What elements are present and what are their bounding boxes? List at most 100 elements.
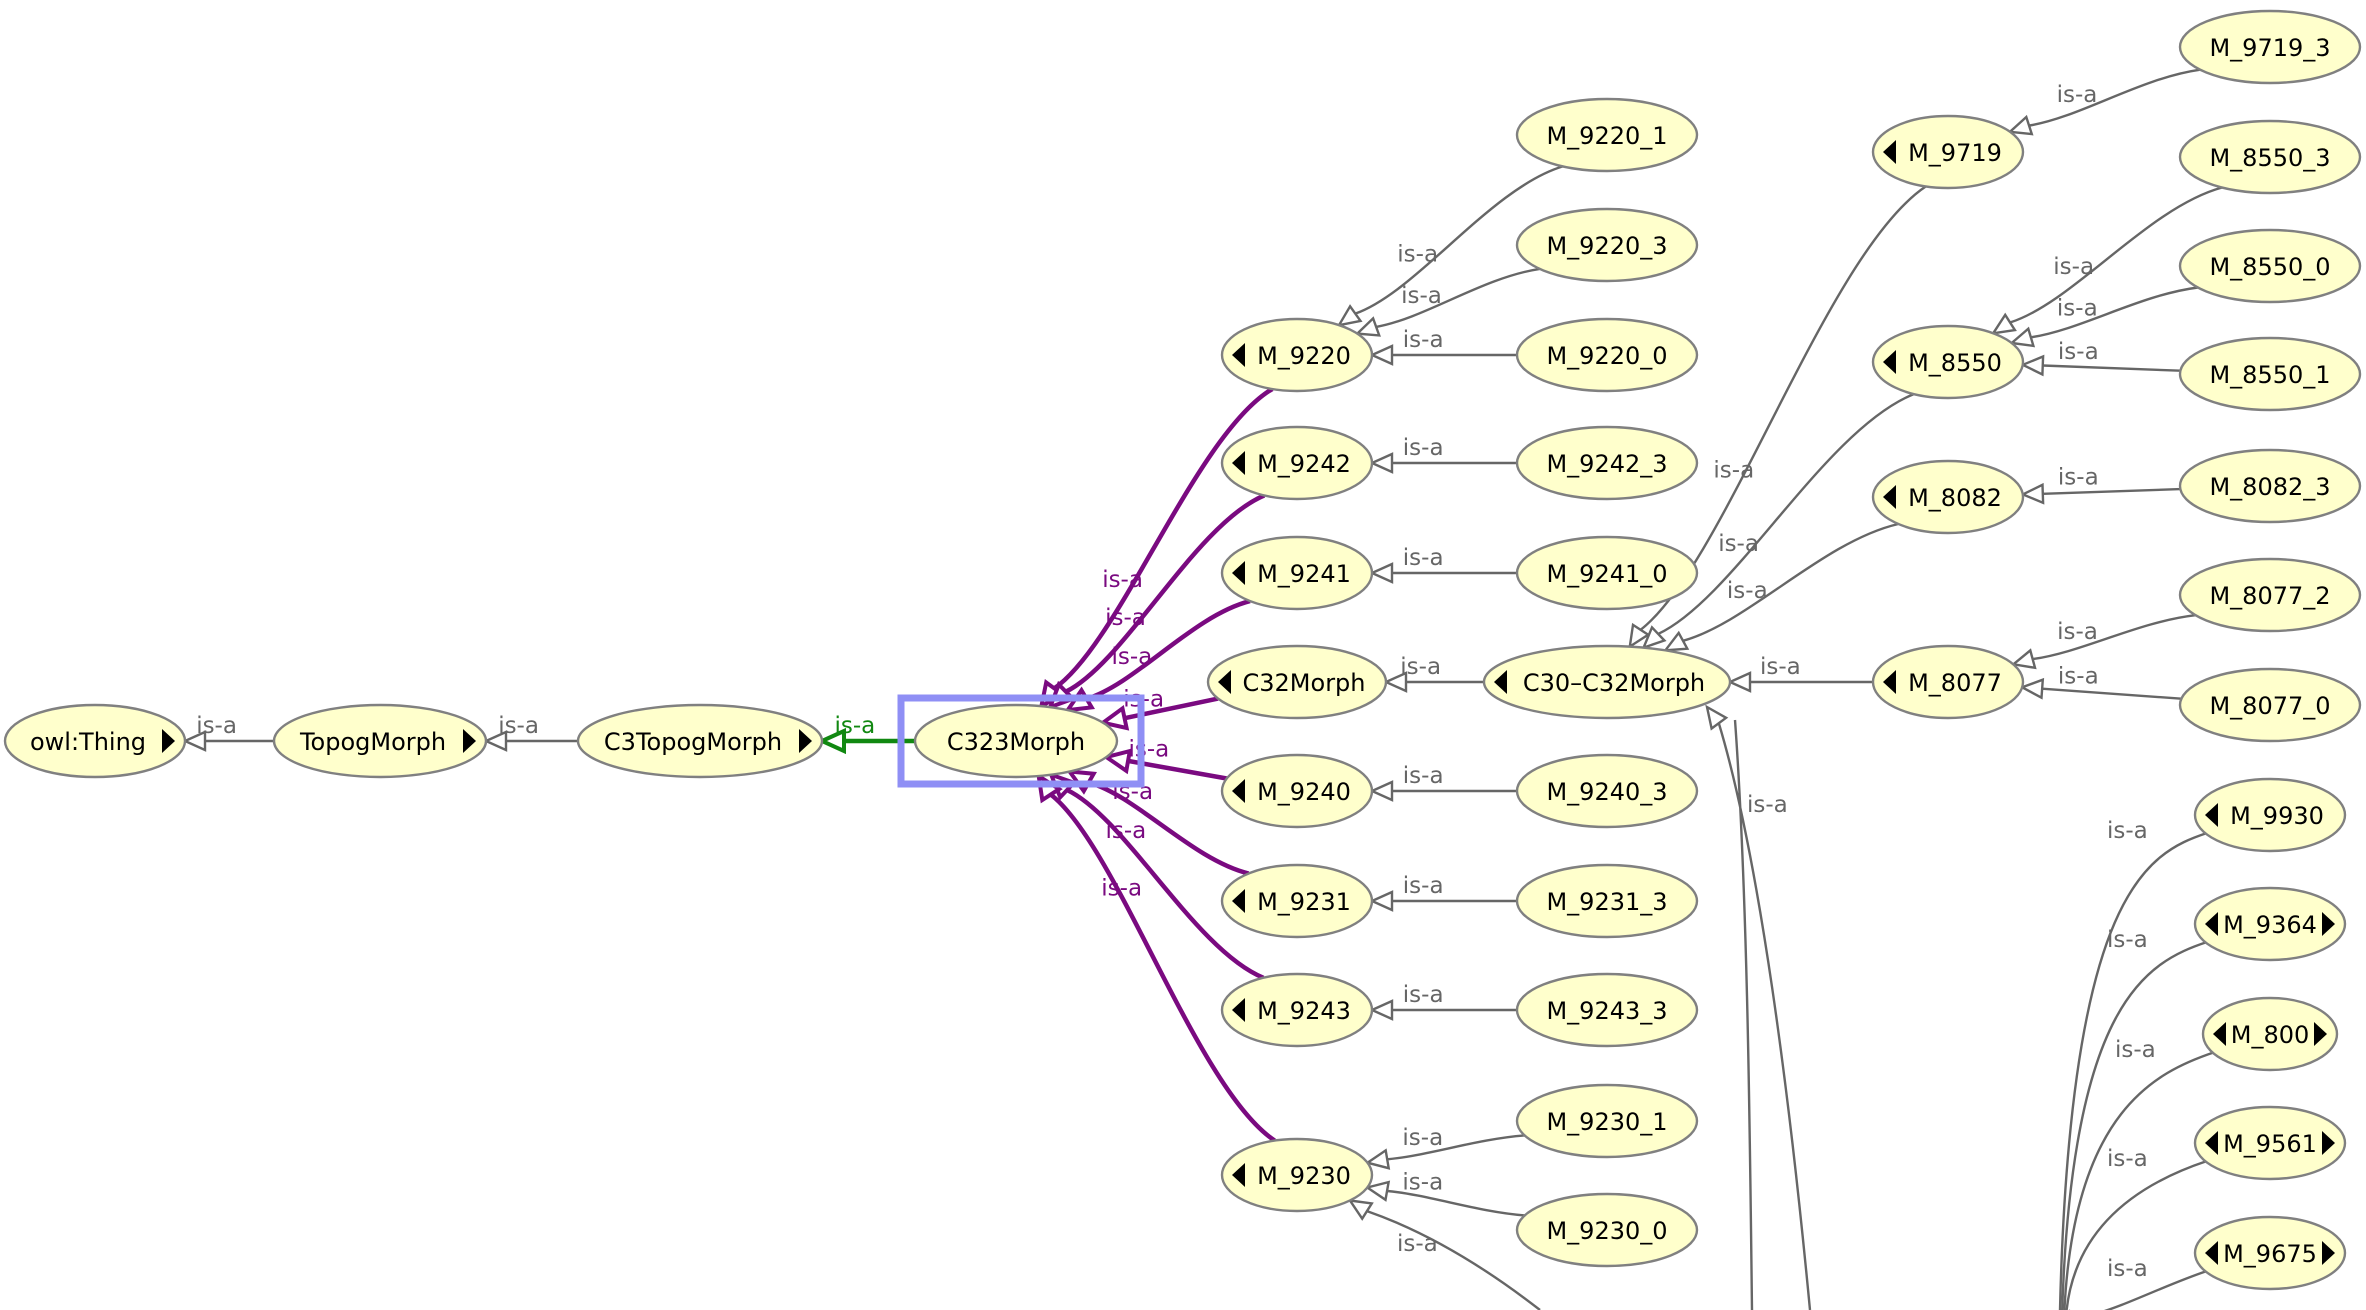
node-c3topogmorph-label: C3TopogMorph: [604, 728, 782, 756]
expand-left-icon[interactable]: [1232, 451, 1245, 475]
node-m_8082_3-label: M_8082_3: [2209, 473, 2330, 501]
node-m_9930-shape: [2193, 777, 2347, 853]
node-c323morph[interactable]: C323Morph: [913, 703, 1119, 779]
node-m_9243_3[interactable]: M_9243_3: [1515, 972, 1699, 1048]
node-m_9719[interactable]: M_9719: [1871, 114, 2025, 190]
e_92203_9220-label: is-a: [1401, 283, 1442, 309]
node-m_8082_3[interactable]: M_8082_3: [2178, 448, 2362, 524]
node-m_9230_1[interactable]: M_9230_1: [1515, 1083, 1699, 1159]
node-m_9230_1-shape: [1515, 1083, 1699, 1159]
node-m_8550_0-label: M_8550_0: [2209, 253, 2330, 281]
expand-left-icon[interactable]: [2205, 912, 2218, 936]
node-m_8550_1[interactable]: M_8550_1: [2178, 336, 2362, 412]
pe_9930: [2058, 831, 2208, 1310]
expand-left-icon[interactable]: [2213, 1022, 2226, 1046]
expand-right-icon[interactable]: [162, 729, 175, 753]
node-m_9364[interactable]: M_9364: [2193, 886, 2347, 962]
node-owl_thing[interactable]: owl:Thing: [3, 703, 187, 779]
expand-left-icon[interactable]: [1883, 485, 1896, 509]
e_9230_c323: [1049, 792, 1276, 1143]
node-m_9230_0-label: M_9230_0: [1546, 1217, 1667, 1245]
node-c32morph[interactable]: C32Morph: [1206, 644, 1388, 720]
e_97193_9719-arrowhead: [2007, 114, 2034, 136]
expand-right-icon[interactable]: [2322, 1241, 2335, 1265]
node-m_8077_0[interactable]: M_8077_0: [2178, 667, 2362, 743]
node-topogmorph[interactable]: TopogMorph: [272, 703, 488, 779]
node-c3topogmorph[interactable]: C3TopogMorph: [576, 703, 824, 779]
node-m_9243[interactable]: M_9243: [1220, 972, 1374, 1048]
node-m_800[interactable]: M_800: [2201, 996, 2339, 1072]
node-m_9230-label: M_9230: [1257, 1162, 1351, 1190]
expand-left-icon[interactable]: [1232, 1163, 1245, 1187]
node-m_9230_0[interactable]: M_9230_0: [1515, 1192, 1699, 1268]
expand-left-icon[interactable]: [2205, 803, 2218, 827]
expand-left-icon[interactable]: [2205, 1241, 2218, 1265]
node-m_9220_3-shape: [1515, 207, 1699, 283]
node-c30_c32morph[interactable]: C30–C32Morph: [1482, 644, 1732, 720]
node-m_8550_1-label: M_8550_1: [2209, 361, 2330, 389]
pe_offscreen_c3032: [1717, 719, 1812, 1310]
node-m_9243-label: M_9243: [1257, 997, 1351, 1025]
expand-left-icon[interactable]: [1218, 670, 1231, 694]
node-m_9240[interactable]: M_9240: [1220, 753, 1374, 829]
expand-right-icon[interactable]: [799, 729, 812, 753]
node-m_9241_0[interactable]: M_9241_0: [1515, 535, 1699, 611]
node-m_9241_0-label: M_9241_0: [1546, 560, 1667, 588]
node-m_9220_1[interactable]: M_9220_1: [1515, 97, 1699, 173]
expand-left-icon[interactable]: [1494, 670, 1507, 694]
pe_offscreen_9230-label: is-a: [1397, 1231, 1438, 1257]
node-m_8550[interactable]: M_8550: [1871, 324, 2025, 400]
node-m_9220_3[interactable]: M_9220_3: [1515, 207, 1699, 283]
e_c3_topog-label: is-a: [498, 713, 539, 739]
e_97193_9719: [2028, 68, 2201, 127]
expand-left-icon[interactable]: [1883, 670, 1896, 694]
node-m_9242_3[interactable]: M_9242_3: [1515, 425, 1699, 501]
expand-left-icon[interactable]: [1883, 140, 1896, 164]
node-m_9561[interactable]: M_9561: [2193, 1105, 2347, 1181]
node-m_8550_3-shape: [2178, 119, 2362, 195]
expand-left-icon[interactable]: [1232, 779, 1245, 803]
node-m_9231[interactable]: M_9231: [1220, 863, 1374, 939]
expand-left-icon[interactable]: [1232, 889, 1245, 913]
expand-right-icon[interactable]: [2322, 1131, 2335, 1155]
node-c30_c32morph-label: C30–C32Morph: [1523, 669, 1705, 697]
e_9220_c323-label: is-a: [1102, 567, 1143, 593]
e_80770_8077: [2042, 687, 2182, 700]
node-m_9231-shape: [1220, 863, 1374, 939]
node-m_9220_0[interactable]: M_9220_0: [1515, 317, 1699, 393]
node-m_9719_3[interactable]: M_9719_3: [2178, 9, 2362, 85]
e_92300_9230-label: is-a: [1402, 1169, 1443, 1195]
e_9719_c3032-label: is-a: [1713, 458, 1754, 484]
node-m_8077[interactable]: M_8077: [1871, 644, 2025, 720]
node-m_9230_1-label: M_9230_1: [1546, 1108, 1667, 1136]
node-m_8082[interactable]: M_8082: [1871, 459, 2025, 535]
expand-left-icon[interactable]: [1232, 561, 1245, 585]
node-m_9719-label: M_9719: [1908, 139, 2002, 167]
node-m_8077_2[interactable]: M_8077_2: [2178, 557, 2362, 633]
node-m_9930[interactable]: M_9930: [2193, 777, 2347, 853]
expand-left-icon[interactable]: [1232, 343, 1245, 367]
node-m_8550_3[interactable]: M_8550_3: [2178, 119, 2362, 195]
node-m_9242-label: M_9242: [1257, 450, 1351, 478]
expand-right-icon[interactable]: [2314, 1022, 2327, 1046]
expand-left-icon[interactable]: [1883, 350, 1896, 374]
node-m_9675[interactable]: M_9675: [2193, 1215, 2347, 1291]
node-m_9240_3[interactable]: M_9240_3: [1515, 753, 1699, 829]
node-m_9230[interactable]: M_9230: [1220, 1137, 1374, 1213]
node-m_9220[interactable]: M_9220: [1220, 317, 1374, 393]
expand-right-icon[interactable]: [2322, 912, 2335, 936]
e_9719_c3032-arrowhead: [1628, 622, 1651, 650]
node-m_9231_3[interactable]: M_9231_3: [1515, 863, 1699, 939]
node-m_9241[interactable]: M_9241: [1220, 535, 1374, 611]
pe_800-label: is-a: [2115, 1037, 2156, 1063]
node-m_9241-label: M_9241: [1257, 560, 1351, 588]
expand-left-icon[interactable]: [1232, 998, 1245, 1022]
expand-right-icon[interactable]: [463, 729, 476, 753]
node-m_9675-shape: [2193, 1215, 2347, 1291]
node-m_8550_0[interactable]: M_8550_0: [2178, 228, 2362, 304]
node-m_9242[interactable]: M_9242: [1220, 425, 1374, 501]
expand-left-icon[interactable]: [2205, 1131, 2218, 1155]
e_8077_c3032-arrowhead: [1727, 671, 1752, 693]
